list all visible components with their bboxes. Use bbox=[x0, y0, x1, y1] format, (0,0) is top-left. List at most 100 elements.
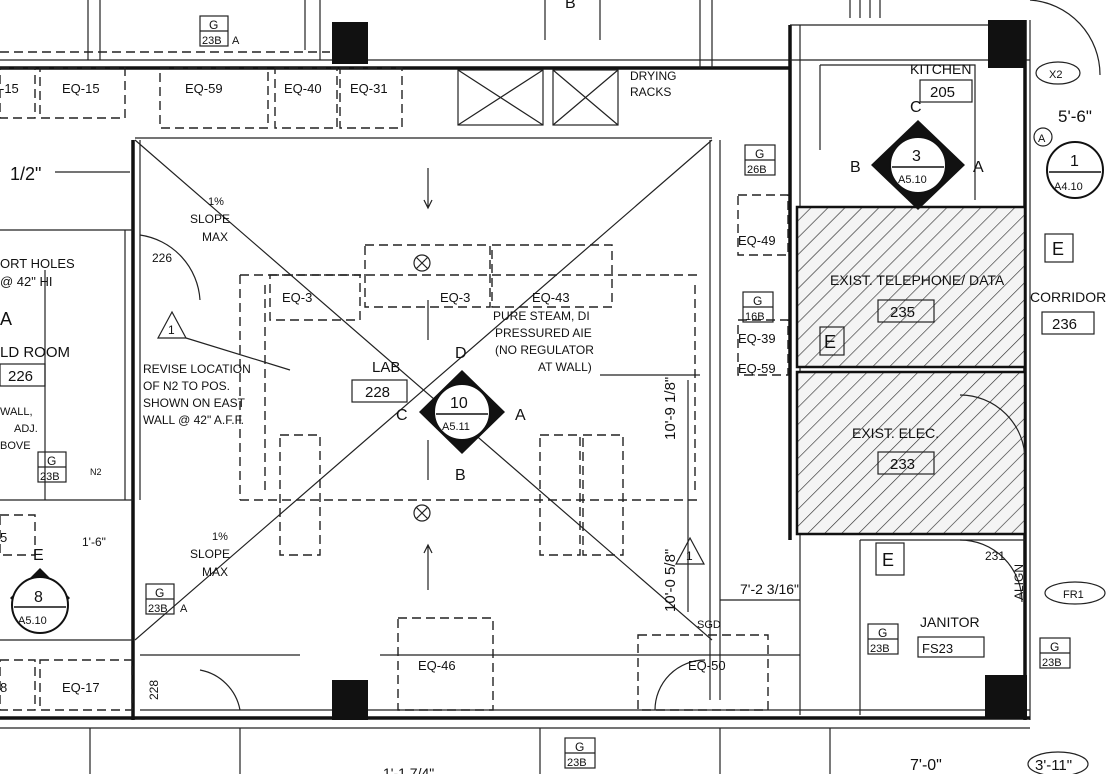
svg-text:AT WALL): AT WALL) bbox=[538, 360, 592, 374]
eq-label: 8 bbox=[0, 680, 7, 695]
eq-label: EQ-50 bbox=[688, 658, 726, 673]
svg-text:X2: X2 bbox=[1049, 69, 1062, 81]
door-swings bbox=[139, 0, 1101, 711]
svg-text:CORRIDOR: CORRIDOR bbox=[1030, 289, 1106, 305]
svg-text:ADJ.: ADJ. bbox=[14, 423, 38, 435]
room-lab: LAB 228 bbox=[351, 359, 408, 403]
svg-text:23B: 23B bbox=[40, 471, 60, 483]
equipment-labels: -15 EQ-15 EQ-59 EQ-40 EQ-31 EQ-3 EQ-3 EQ… bbox=[0, 81, 776, 695]
svg-text:E: E bbox=[1052, 239, 1064, 259]
section-marker-lab: 10 A5.11 D B C A bbox=[396, 345, 526, 484]
svg-text:A5.11: A5.11 bbox=[442, 421, 470, 433]
svg-text:PRESSURED AIE: PRESSURED AIE bbox=[495, 326, 592, 340]
svg-text:SLOPE: SLOPE bbox=[190, 212, 230, 226]
svg-text:FR1: FR1 bbox=[1063, 589, 1084, 601]
svg-text:1%: 1% bbox=[212, 531, 228, 543]
svg-text:E: E bbox=[824, 332, 836, 352]
svg-text:3: 3 bbox=[912, 148, 921, 165]
svg-text:G: G bbox=[209, 18, 218, 32]
svg-text:23B: 23B bbox=[870, 643, 890, 655]
eq-label: 5 bbox=[0, 530, 7, 545]
room-name-lab: LAB bbox=[372, 359, 400, 376]
svg-text:EXIST. TELEPHONE/ DATA: EXIST. TELEPHONE/ DATA bbox=[830, 272, 1005, 288]
eq-label: EQ-59 bbox=[185, 81, 223, 96]
svg-text:A: A bbox=[180, 603, 188, 615]
svg-text:JANITOR: JANITOR bbox=[920, 614, 980, 630]
hatched-telephone-room bbox=[795, 205, 1027, 369]
section-marker-kitchen: 3 A5.10 C B A bbox=[850, 99, 984, 210]
svg-text:226: 226 bbox=[152, 251, 172, 265]
svg-text:1/2": 1/2" bbox=[10, 164, 41, 184]
column-3 bbox=[332, 680, 368, 720]
svg-text:B: B bbox=[455, 467, 466, 484]
svg-text:G: G bbox=[47, 454, 56, 468]
svg-text:KITCHEN: KITCHEN bbox=[910, 61, 971, 77]
svg-text:A: A bbox=[515, 407, 526, 424]
svg-text:23B: 23B bbox=[567, 757, 587, 769]
svg-text:A: A bbox=[973, 159, 984, 176]
svg-text:G: G bbox=[755, 147, 764, 161]
svg-text:BOVE: BOVE bbox=[0, 440, 31, 452]
notes: DRYING RACKS 1% SLOPE MAX 1% SLOPE MAX P… bbox=[0, 61, 1106, 631]
eq-label: EQ-43 bbox=[532, 290, 570, 305]
svg-text:A: A bbox=[232, 35, 240, 47]
svg-text:RACKS: RACKS bbox=[630, 85, 671, 99]
svg-text:233: 233 bbox=[890, 456, 915, 473]
svg-text:A5.10: A5.10 bbox=[898, 174, 927, 186]
svg-text:ALIGN: ALIGN bbox=[1012, 564, 1026, 600]
svg-text:226: 226 bbox=[8, 368, 33, 385]
svg-text:WALL @ 42" A.F.F.: WALL @ 42" A.F.F. bbox=[143, 413, 244, 427]
svg-text:235: 235 bbox=[890, 304, 915, 321]
svg-text:16B: 16B bbox=[745, 311, 765, 323]
eq-label: EQ-39 bbox=[738, 331, 776, 346]
room-number-lab: 228 bbox=[365, 384, 390, 401]
svg-text:E: E bbox=[33, 547, 44, 564]
svg-text:@ 42" HI: @ 42" HI bbox=[0, 274, 53, 289]
svg-text:N2: N2 bbox=[90, 467, 102, 477]
svg-text:A4.10: A4.10 bbox=[1054, 181, 1083, 193]
room-kitchen: KITCHEN 205 bbox=[910, 61, 973, 103]
svg-text:G: G bbox=[753, 294, 762, 308]
eq-label: EQ-15 bbox=[62, 81, 100, 96]
svg-text:23B: 23B bbox=[148, 603, 168, 615]
svg-text:E: E bbox=[882, 550, 894, 570]
section-marker-corridor: 1 A4.10 bbox=[1046, 141, 1104, 199]
svg-text:MAX: MAX bbox=[202, 230, 228, 244]
svg-text:228: 228 bbox=[147, 680, 161, 700]
svg-text:7'-2 3/16": 7'-2 3/16" bbox=[740, 581, 799, 597]
svg-text:1: 1 bbox=[686, 549, 693, 563]
svg-text:G: G bbox=[155, 586, 164, 600]
svg-text:PURE STEAM, DI: PURE STEAM, DI bbox=[493, 309, 590, 323]
eq-label: EQ-59 bbox=[738, 361, 776, 376]
hatched-elec-room bbox=[795, 370, 1027, 536]
g-tags: G 23B A G 26B G 16B G 23B G 23B A bbox=[37, 15, 1071, 769]
ceiling-diagonals bbox=[134, 139, 713, 641]
eq-label: EQ-31 bbox=[350, 81, 388, 96]
svg-text:SHOWN ON EAST: SHOWN ON EAST bbox=[143, 396, 246, 410]
room-telephone: EXIST. TELEPHONE/ DATA 235 bbox=[830, 272, 1005, 323]
svg-text:1: 1 bbox=[168, 323, 175, 337]
svg-text:231: 231 bbox=[985, 549, 1005, 563]
dimensions: 1/2" 5'-6" 10'-9 1/8" 10'-0 5/8" 7'-2 3/… bbox=[10, 0, 1092, 774]
svg-text:C: C bbox=[910, 99, 922, 116]
svg-text:SLOPE: SLOPE bbox=[190, 547, 230, 561]
svg-text:MAX: MAX bbox=[202, 565, 228, 579]
svg-text:10'-9 1/8": 10'-9 1/8" bbox=[662, 377, 679, 440]
svg-text:G: G bbox=[878, 626, 887, 640]
svg-text:REVISE LOCATION: REVISE LOCATION bbox=[143, 362, 251, 376]
svg-text:ORT HOLES: ORT HOLES bbox=[0, 256, 75, 271]
eq-label: EQ-3 bbox=[440, 290, 470, 305]
svg-text:EXIST. ELEC.: EXIST. ELEC. bbox=[852, 425, 939, 441]
svg-text:A: A bbox=[1038, 133, 1046, 145]
svg-text:DRYING: DRYING bbox=[630, 69, 676, 83]
room-corridor: CORRIDOR 236 bbox=[1030, 289, 1106, 335]
svg-text:10'-0 5/8": 10'-0 5/8" bbox=[662, 549, 679, 612]
svg-text:G: G bbox=[575, 740, 584, 754]
svg-text:8: 8 bbox=[34, 589, 43, 606]
eq-label: EQ-46 bbox=[418, 658, 456, 673]
svg-text:OF N2 TO POS.: OF N2 TO POS. bbox=[143, 379, 230, 393]
eq-label: EQ-17 bbox=[62, 680, 100, 695]
walls bbox=[0, 0, 1031, 774]
svg-text:FS23: FS23 bbox=[922, 641, 953, 656]
